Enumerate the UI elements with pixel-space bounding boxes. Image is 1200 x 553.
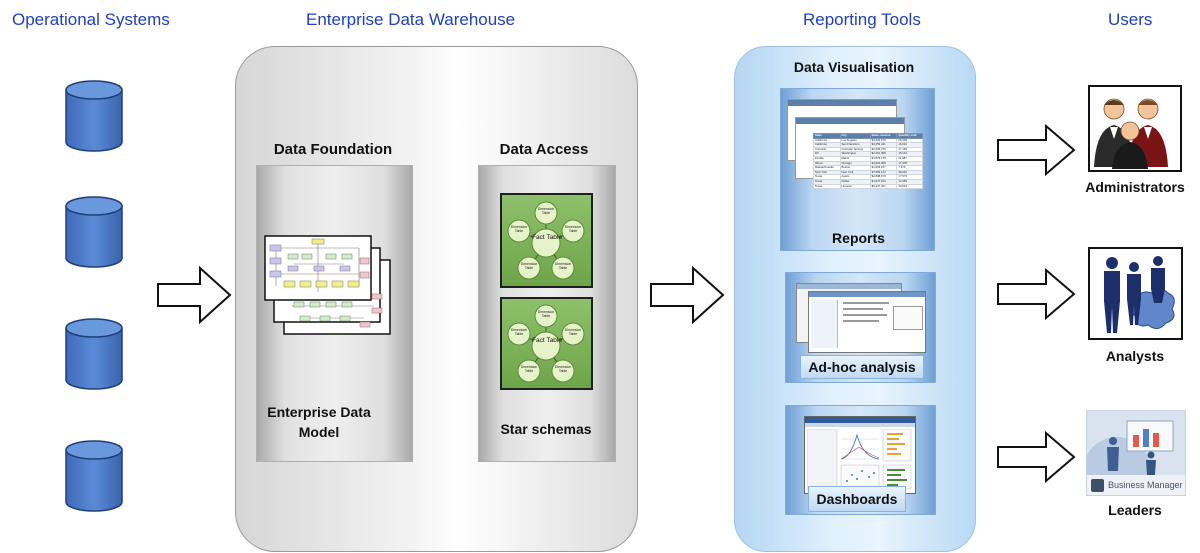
table-cell: Texas bbox=[813, 183, 841, 190]
administrators-label: Administrators bbox=[1085, 179, 1185, 195]
arrow-right-icon bbox=[650, 265, 725, 325]
dimension-table-label: Dimension Table bbox=[520, 262, 538, 270]
dimension-table-label: Dimension Table bbox=[537, 310, 555, 318]
table-cell: 33,814 bbox=[896, 183, 923, 190]
analysts-label: Analysts bbox=[1105, 348, 1165, 364]
column-title-enterprise-data-warehouse: Enterprise Data Warehouse bbox=[306, 10, 516, 29]
adhoc-window-front bbox=[808, 291, 926, 353]
column-title-operational-systems: Operational Systems bbox=[12, 10, 170, 29]
star-schema-tile: Fact Table Dimension Table Dimension Tab… bbox=[500, 297, 593, 390]
reports-caption: Reports bbox=[832, 230, 885, 246]
data-foundation-title: Data Foundation bbox=[273, 141, 393, 158]
star-schema-diagram bbox=[507, 304, 585, 383]
business-manager-icon bbox=[1091, 479, 1104, 492]
administrators-box bbox=[1088, 85, 1182, 172]
dimension-table-label: Dimension Table bbox=[564, 328, 582, 336]
data-access-title: Data Access bbox=[499, 141, 589, 158]
database-icon bbox=[65, 440, 123, 512]
table-cell: Houston bbox=[839, 183, 871, 190]
dimension-table-label: Dimension Table bbox=[537, 207, 555, 215]
column-title-reporting-tools: Reporting Tools bbox=[803, 10, 921, 29]
analysts-box bbox=[1088, 247, 1183, 340]
administrators-icon bbox=[1094, 98, 1168, 169]
dimension-table-label: Dimension Table bbox=[510, 328, 528, 336]
analysts-icon bbox=[1104, 256, 1175, 333]
fact-table-label: Fact Table bbox=[532, 337, 562, 344]
dashboards-caption: Dashboards bbox=[808, 486, 906, 512]
leaders-icon bbox=[1087, 411, 1185, 475]
dimension-table-label: Dimension Table bbox=[520, 365, 538, 373]
database-icon bbox=[65, 196, 123, 268]
enterprise-data-model-diagram bbox=[264, 235, 391, 335]
leaders-box: Business Manager bbox=[1086, 410, 1186, 496]
arrow-right-icon bbox=[997, 430, 1076, 484]
dimension-table-label: Dimension Table bbox=[510, 225, 528, 233]
database-icon bbox=[65, 318, 123, 390]
database-icon bbox=[65, 80, 123, 152]
star-schema-diagram bbox=[507, 201, 585, 280]
adhoc-analysis-caption: Ad-hoc analysis bbox=[800, 355, 924, 379]
business-manager-label: Business Manager bbox=[1108, 480, 1183, 490]
star-schema-tile: Fact Table Dimension Table Dimension Tab… bbox=[500, 193, 593, 288]
fact-table-label: Fact Table bbox=[532, 234, 562, 241]
arrow-right-icon bbox=[997, 123, 1076, 177]
dashboard-charts bbox=[807, 429, 912, 490]
star-schemas-caption: Star schemas bbox=[500, 421, 592, 437]
arrow-right-icon bbox=[997, 267, 1076, 321]
table-cell: $5,447,497 bbox=[869, 183, 898, 190]
dimension-table-label: Dimension Table bbox=[554, 365, 572, 373]
enterprise-data-model-caption: Enterprise Data Model bbox=[267, 404, 371, 440]
dimension-table-label: Dimension Table bbox=[554, 262, 572, 270]
column-title-users: Users bbox=[1108, 10, 1153, 29]
dimension-table-label: Dimension Table bbox=[564, 225, 582, 233]
data-visualisation-title: Data Visualisation bbox=[793, 59, 915, 75]
leaders-label: Leaders bbox=[1108, 502, 1162, 518]
dashboard-window bbox=[804, 416, 916, 494]
operational-databases bbox=[65, 80, 123, 512]
arrow-right-icon bbox=[157, 265, 232, 325]
